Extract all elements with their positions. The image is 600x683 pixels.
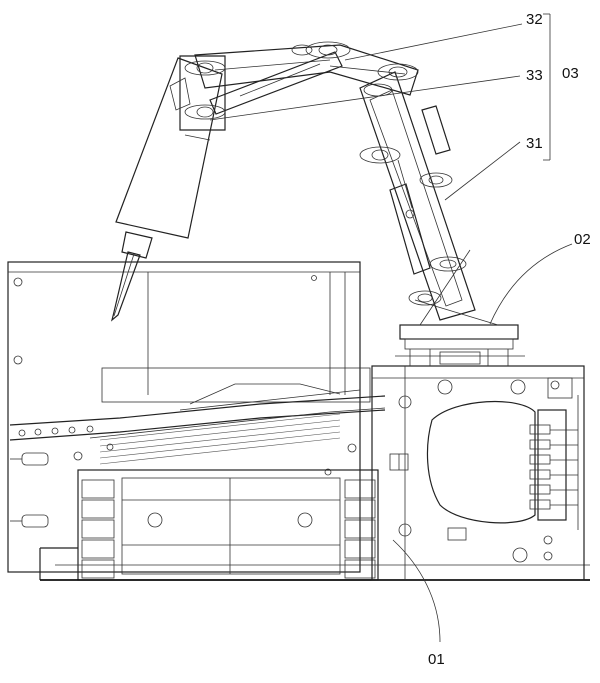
slewing-base bbox=[395, 324, 525, 366]
label-01: 01 bbox=[428, 651, 445, 668]
right-mounting-block bbox=[371, 365, 585, 581]
leader-lines bbox=[209, 13, 573, 643]
label-32: 32 bbox=[526, 11, 543, 28]
label-03: 03 bbox=[562, 65, 579, 82]
label-31: 31 bbox=[526, 135, 543, 152]
base-chassis bbox=[7, 261, 590, 581]
label-02: 02 bbox=[574, 231, 591, 248]
label-33: 33 bbox=[526, 67, 543, 84]
arm-assembly bbox=[110, 41, 499, 326]
